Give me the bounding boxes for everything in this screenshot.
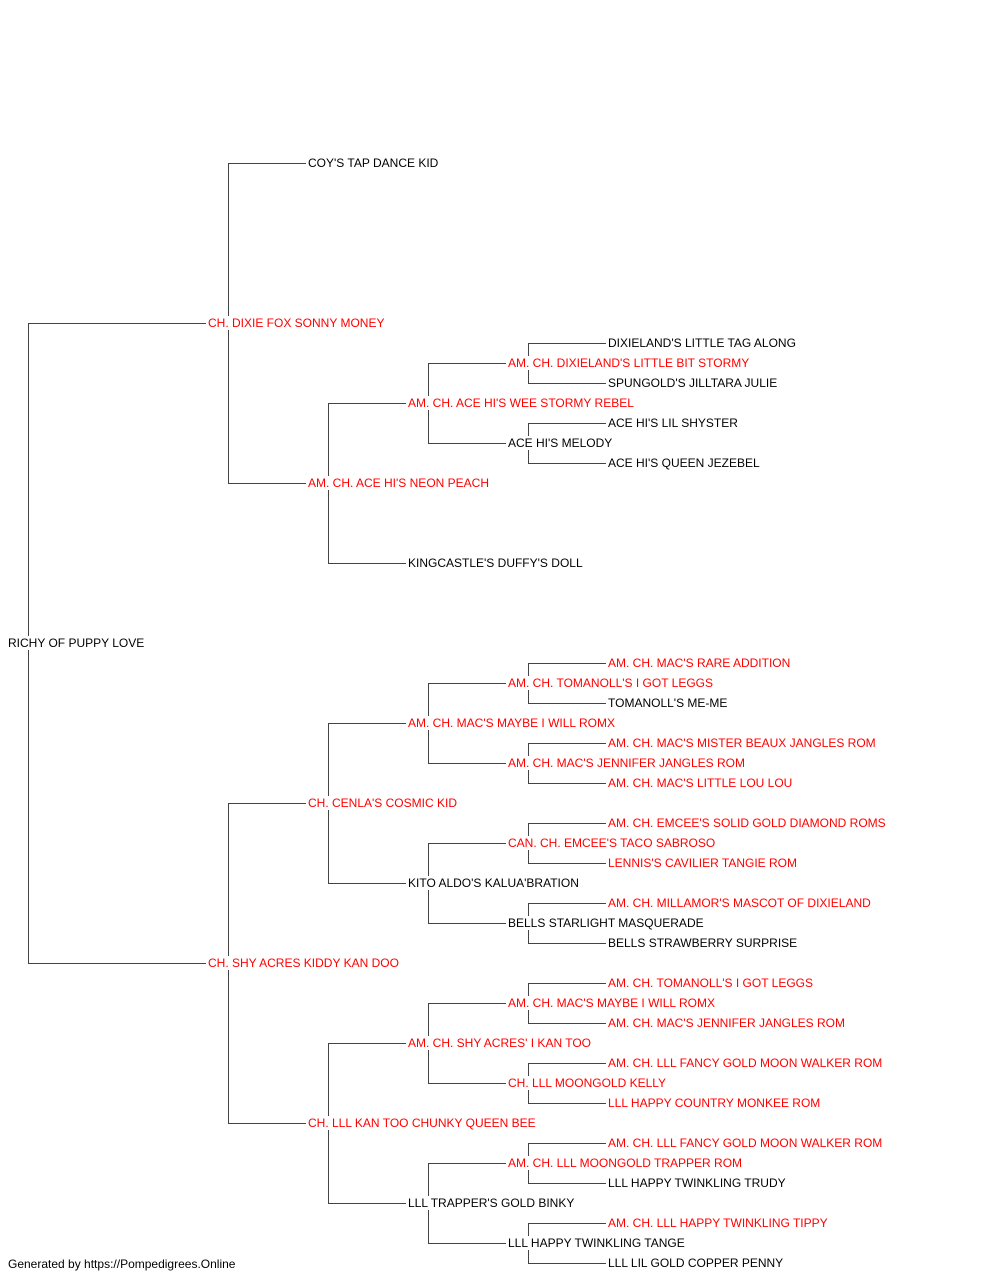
dam-sire-dam-sire-dam-name: LENNIS'S CAVILIER TANGIE ROM (608, 856, 799, 870)
dam-sire-sire-dam-dam-name: AM. CH. MAC'S LITTLE LOU LOU (608, 776, 795, 790)
sire-dam-dam-name: KINGCASTLE'S DUFFY'S DOLL (408, 556, 585, 570)
dam-sire-sire-dam-sire-name: AM. CH. MAC'S MISTER BEAUX JANGLES ROM (608, 736, 878, 750)
subject-dog-name: RICHY OF PUPPY LOVE (8, 636, 147, 650)
dam-sire-sire-name: AM. CH. MAC'S MAYBE I WILL ROMX (408, 716, 617, 730)
dam-dam-dam-name: LLL TRAPPER'S GOLD BINKY (408, 1196, 577, 1210)
dam-dam-sire-dam-dam-name: LLL HAPPY COUNTRY MONKEE ROM (608, 1096, 823, 1110)
dam-dam-sire-name: AM. CH. SHY ACRES' I KAN TOO (408, 1036, 594, 1050)
dam-dam-dam-dam-name: LLL HAPPY TWINKLING TANGE (508, 1236, 687, 1250)
dam-sire-dam-dam-dam-name: BELLS STRAWBERRY SURPRISE (608, 936, 800, 950)
dam-dam-sire-dam-name: CH. LLL MOONGOLD KELLY (508, 1076, 669, 1090)
dam-sire-dam-dam-name: BELLS STARLIGHT MASQUERADE (508, 916, 706, 930)
dam-dam-dam-dam-dam-name: LLL LIL GOLD COPPER PENNY (608, 1256, 786, 1270)
dam-sire-name: CH. CENLA'S COSMIC KID (308, 796, 459, 810)
dam-dam-dam-sire-name: AM. CH. LLL MOONGOLD TRAPPER ROM (508, 1156, 745, 1170)
sire-dam-sire-sire-sire-name: DIXIELAND'S LITTLE TAG ALONG (608, 336, 798, 350)
dam-dam-sire-sire-sire-name: AM. CH. TOMANOLL'S I GOT LEGGS (608, 976, 816, 990)
dam-dam-name: CH. LLL KAN TOO CHUNKY QUEEN BEE (308, 1116, 538, 1130)
dam-name: CH. SHY ACRES KIDDY KAN DOO (208, 956, 401, 970)
dam-dam-sire-sire-name: AM. CH. MAC'S MAYBE I WILL ROMX (508, 996, 717, 1010)
sire-dam-sire-dam-name: ACE HI'S MELODY (508, 436, 615, 450)
dam-sire-sire-sire-sire-name: AM. CH. MAC'S RARE ADDITION (608, 656, 793, 670)
sire-dam-sire-sire-dam-name: SPUNGOLD'S JILLTARA JULIE (608, 376, 780, 390)
dam-dam-dam-sire-dam-name: LLL HAPPY TWINKLING TRUDY (608, 1176, 788, 1190)
dam-dam-dam-dam-sire-name: AM. CH. LLL HAPPY TWINKLING TIPPY (608, 1216, 830, 1230)
dam-dam-dam-sire-sire-name: AM. CH. LLL FANCY GOLD MOON WALKER ROM (608, 1136, 885, 1150)
generated-by-footer: Generated by https://Pompedigrees.Online (8, 1257, 236, 1271)
sire-dam-name: AM. CH. ACE HI'S NEON PEACH (308, 476, 491, 490)
sire-dam-sire-name: AM. CH. ACE HI'S WEE STORMY REBEL (408, 396, 636, 410)
dam-sire-sire-dam-name: AM. CH. MAC'S JENNIFER JANGLES ROM (508, 756, 747, 770)
sire-dam-sire-dam-dam-name: ACE HI'S QUEEN JEZEBEL (608, 456, 762, 470)
sire-name: CH. DIXIE FOX SONNY MONEY (208, 316, 387, 330)
dam-sire-sire-sire-name: AM. CH. TOMANOLL'S I GOT LEGGS (508, 676, 716, 690)
dam-sire-dam-sire-sire-name: AM. CH. EMCEE'S SOLID GOLD DIAMOND ROMS (608, 816, 888, 830)
dam-dam-sire-dam-sire-name: AM. CH. LLL FANCY GOLD MOON WALKER ROM (608, 1056, 885, 1070)
sire-dam-sire-sire-name: AM. CH. DIXIELAND'S LITTLE BIT STORMY (508, 356, 752, 370)
dam-sire-dam-dam-sire-name: AM. CH. MILLAMOR'S MASCOT OF DIXIELAND (608, 896, 873, 910)
dam-sire-sire-sire-dam-name: TOMANOLL'S ME-ME (608, 696, 730, 710)
dam-sire-dam-sire-name: CAN. CH. EMCEE'S TACO SABROSO (508, 836, 718, 850)
sire-sire-name: COY'S TAP DANCE KID (308, 156, 441, 170)
dam-dam-sire-sire-dam-name: AM. CH. MAC'S JENNIFER JANGLES ROM (608, 1016, 847, 1030)
sire-dam-sire-dam-sire-name: ACE HI'S LIL SHYSTER (608, 416, 740, 430)
dam-sire-dam-name: KITO ALDO'S KALUA'BRATION (408, 876, 581, 890)
